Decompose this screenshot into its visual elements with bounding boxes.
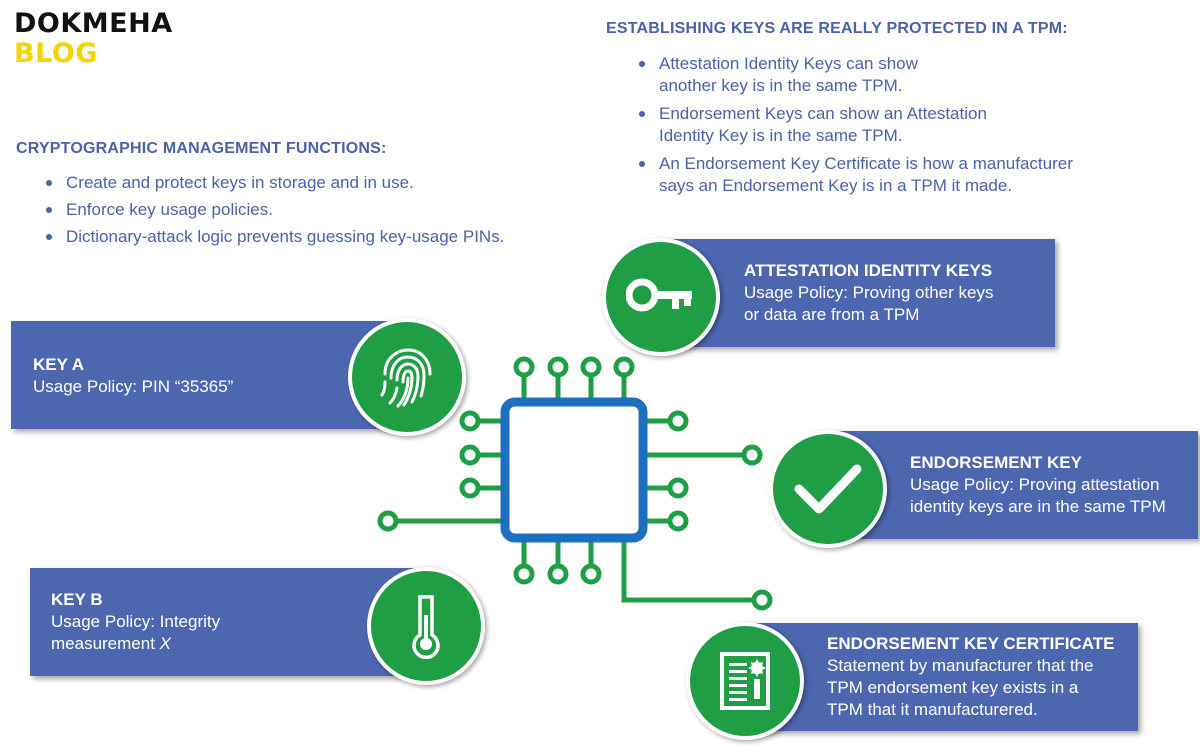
establishing-keys-heading: ESTABLISHING KEYS ARE REALLY PROTECTED I…	[606, 20, 1068, 37]
list-item: An Endorsement Key Certificate is how a …	[639, 153, 1129, 197]
thermometer-icon	[412, 595, 440, 660]
list-item: Dictionary-attack logic prevents guessin…	[46, 226, 586, 248]
fingerprint-circle	[348, 318, 466, 436]
key-b-policy-text: Usage Policy: Integrity measurement	[51, 612, 221, 653]
checkmark-circle	[769, 430, 887, 548]
ek-title: ENDORSEMENT KEY	[910, 453, 1082, 472]
key-a-box: KEY A Usage Policy: PIN “35365”	[11, 321, 411, 429]
list-item: Endorsement Keys can show an Attestation…	[639, 103, 1129, 147]
aik-policy: Usage Policy: Proving other keys or data…	[744, 283, 994, 324]
list-item: Create and protect keys in storage and i…	[46, 172, 586, 194]
logo-line-2: BLOG	[14, 38, 98, 69]
list-item: Enforce key usage policies.	[46, 199, 586, 221]
checkmark-icon	[794, 464, 862, 514]
thermometer-circle	[367, 567, 485, 685]
blog-logo: DOKMEHA BLOG	[14, 10, 173, 67]
list-item: Attestation Identity Keys can show anoth…	[639, 53, 1129, 97]
ek-policy: Usage Policy: Proving attestation identi…	[910, 475, 1166, 516]
establishing-keys-list: Attestation Identity Keys can show anoth…	[639, 53, 1129, 203]
key-b-policy: Usage Policy: Integrity measurement X	[51, 611, 220, 655]
certificate-circle	[686, 622, 804, 740]
key-icon	[626, 278, 692, 312]
key-b-box: KEY B Usage Policy: Integrity measuremen…	[30, 568, 430, 676]
logo-line-1: DOKMEHA	[14, 8, 173, 39]
crypto-functions-heading: CRYPTOGRAPHIC MANAGEMENT FUNCTIONS:	[16, 140, 387, 157]
chip-body	[500, 397, 648, 543]
certificate-icon	[720, 652, 770, 710]
endorsement-key-certificate-box: ENDORSEMENT KEY CERTIFICATE Statement by…	[740, 623, 1138, 731]
fingerprint-icon	[380, 348, 432, 408]
crypto-functions-list: Create and protect keys in storage and i…	[46, 172, 586, 253]
key-a-policy: Usage Policy: PIN “35365”	[33, 377, 234, 396]
key-circle	[602, 238, 720, 356]
ekc-statement: Statement by manufacturer that the TPM e…	[827, 656, 1094, 719]
key-b-title: KEY B	[51, 590, 103, 609]
aik-title: ATTESTATION IDENTITY KEYS	[744, 261, 993, 280]
endorsement-key-box: ENDORSEMENT KEY Usage Policy: Proving at…	[825, 431, 1198, 539]
attestation-identity-keys-box: ATTESTATION IDENTITY KEYS Usage Policy: …	[660, 239, 1055, 347]
key-b-policy-variable: X	[159, 634, 172, 653]
ekc-title: ENDORSEMENT KEY CERTIFICATE	[827, 634, 1115, 653]
key-a-title: KEY A	[33, 355, 85, 374]
